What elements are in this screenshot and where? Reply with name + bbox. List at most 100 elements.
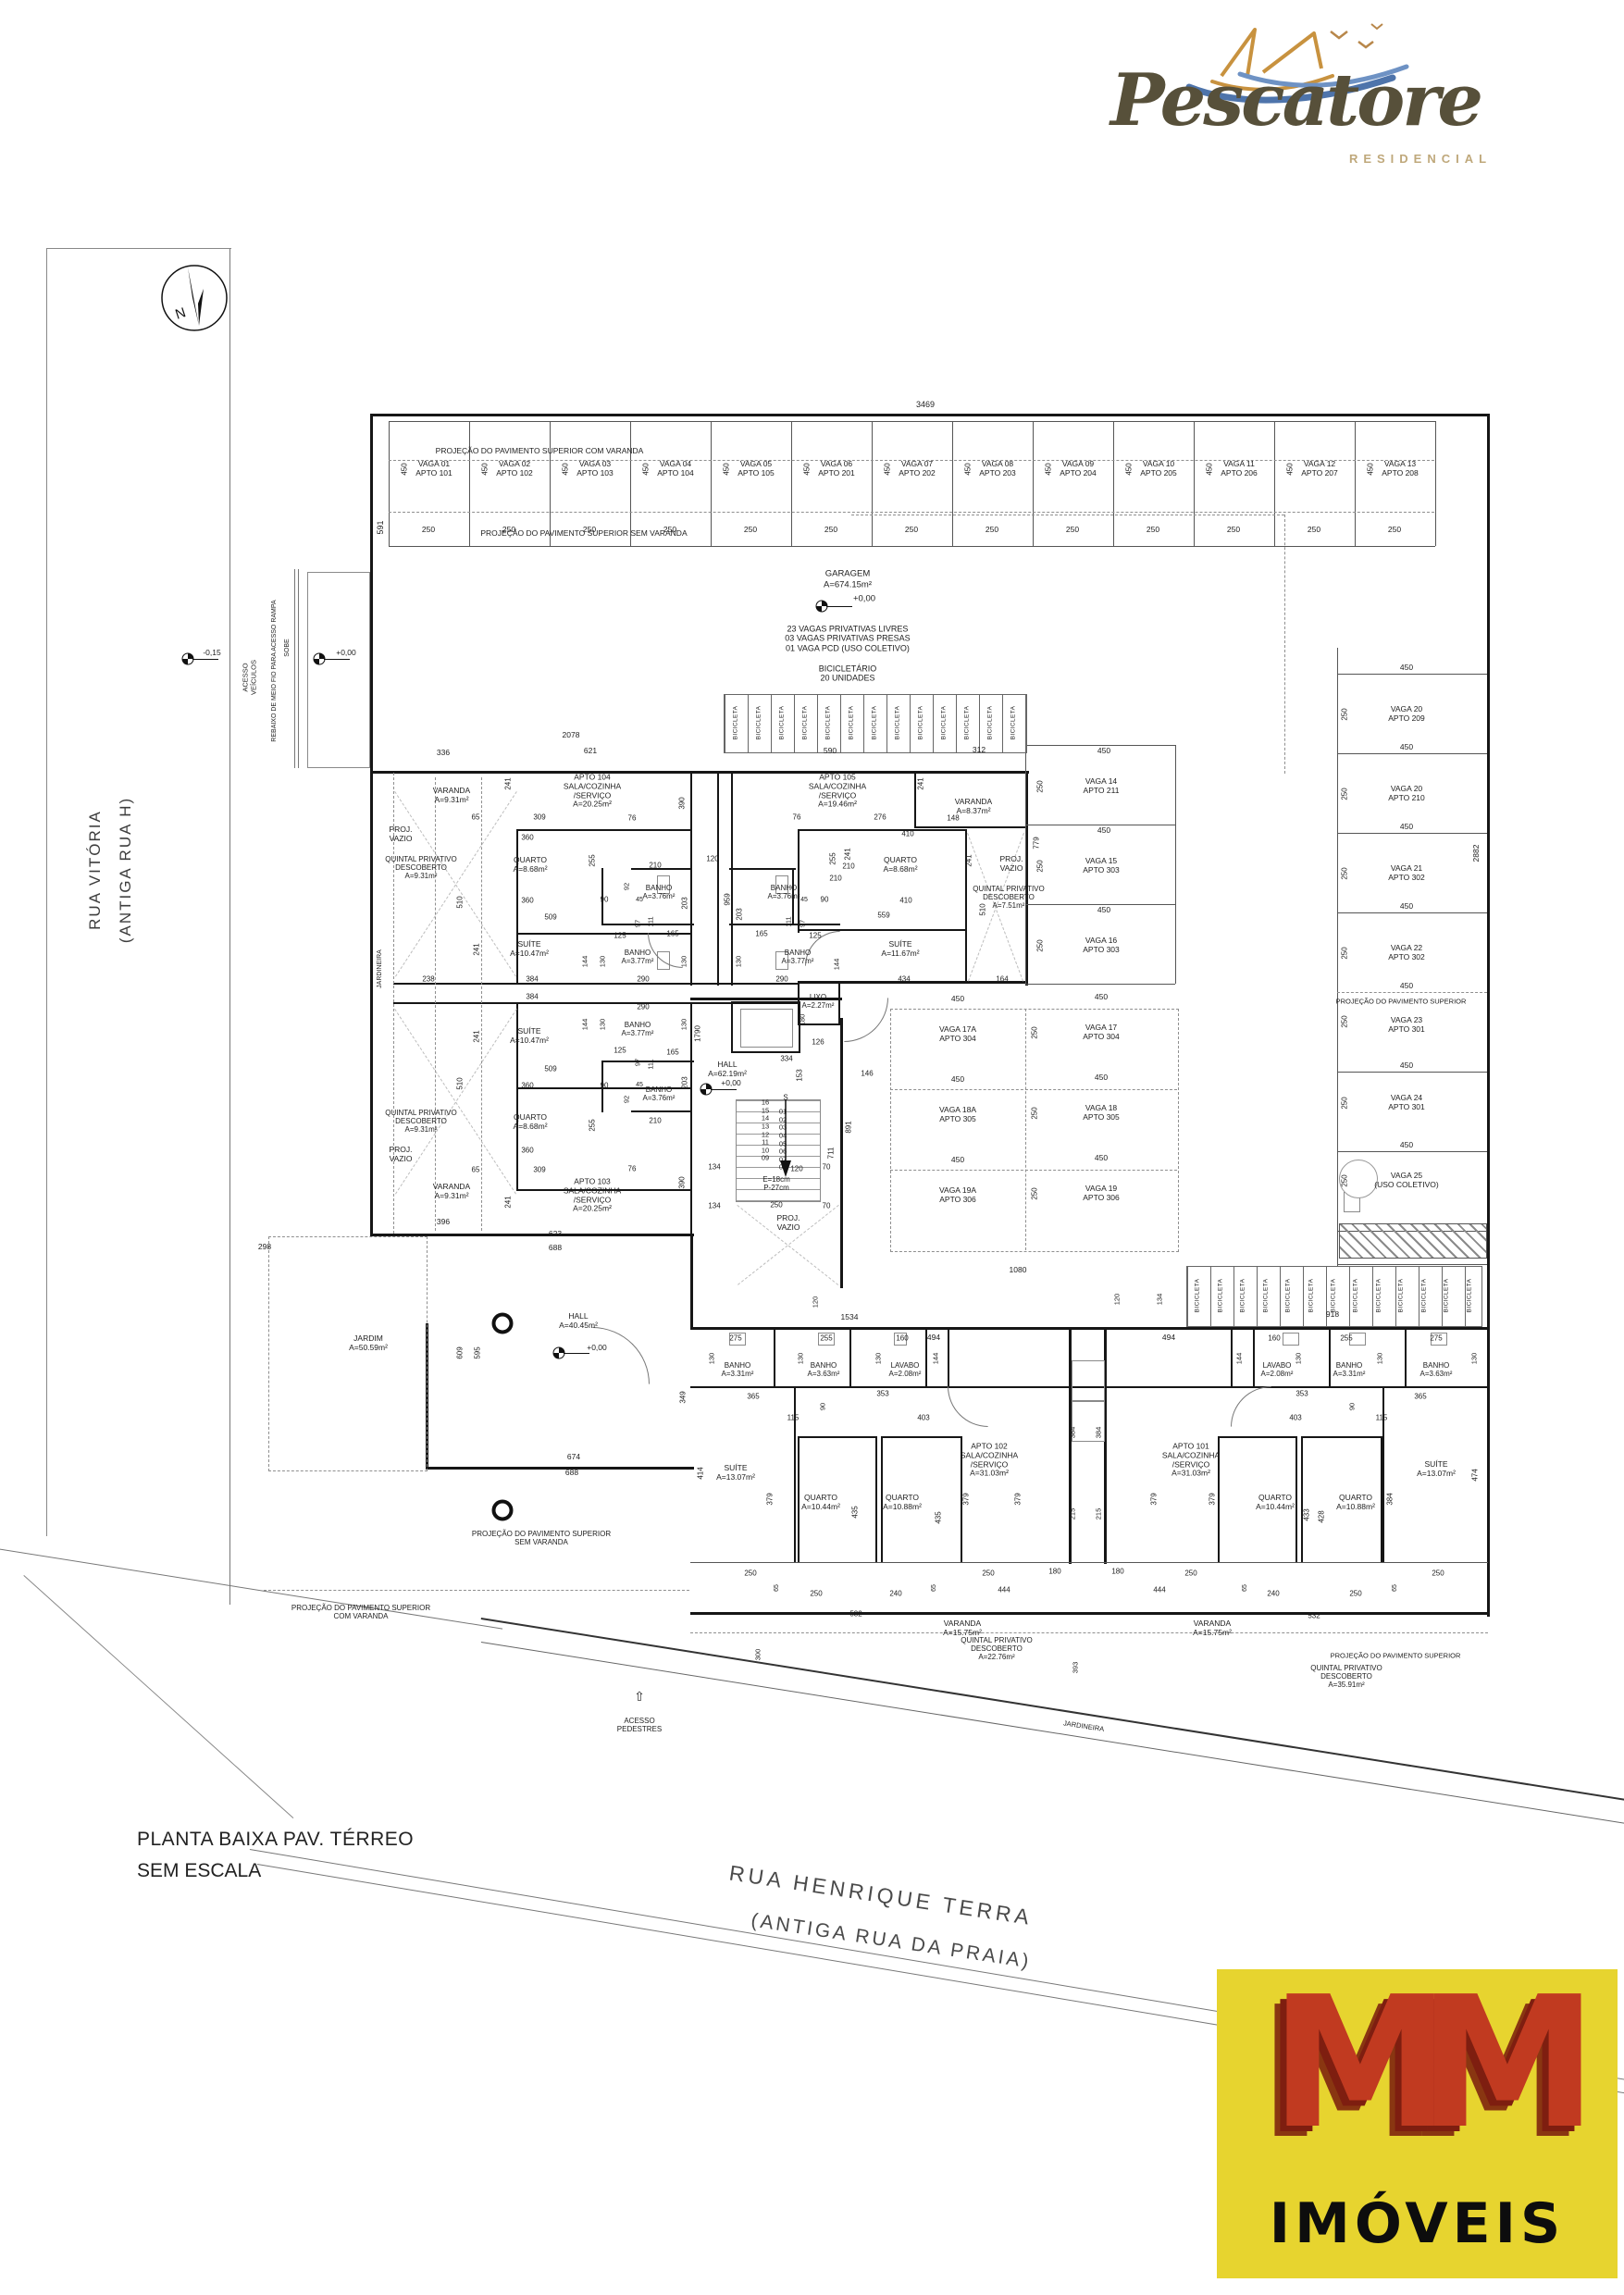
- door-swing-arc: [844, 998, 888, 1042]
- wall-segment: [881, 1436, 883, 1562]
- plan-label: 125: [614, 1046, 626, 1055]
- plan-label: 144: [580, 1018, 589, 1031]
- plan-label: PROJEÇÃO DO PAVIMENTO SUPERIOR SEM VARAN…: [471, 1529, 612, 1546]
- plan-line: [46, 248, 47, 1536]
- plan-label: 403: [917, 1413, 930, 1422]
- parking-stall-label: VAGA 20 APTO 209: [1388, 704, 1425, 723]
- wall-segment: [799, 1001, 800, 1053]
- plan-label: 130: [679, 955, 688, 968]
- parking-stall-label: VAGA 18A APTO 305: [938, 1105, 977, 1123]
- plan-label: 255: [588, 854, 597, 867]
- wall-segment: [516, 1189, 692, 1191]
- parking-stall-label: VAGA 19A APTO 306: [938, 1185, 977, 1204]
- plan-label: 276: [874, 813, 886, 822]
- plan-label: 250: [1307, 525, 1321, 535]
- room-label: VARANDA A=8.37m²: [954, 797, 993, 815]
- parking-stall-label: VAGA 24 APTO 301: [1388, 1093, 1425, 1111]
- plan-label: 298: [257, 1242, 272, 1252]
- plan-label: 250: [1184, 1569, 1197, 1578]
- plan-label: 97: [798, 919, 807, 928]
- plan-label: 336: [436, 748, 451, 758]
- plan-label: 590: [823, 746, 837, 756]
- wall-segment: [914, 826, 1025, 828]
- plan-label: 450: [1205, 463, 1214, 476]
- plan-label: 384: [1094, 1426, 1103, 1439]
- bike-stall-label: BICICLETA: [732, 704, 739, 741]
- plan-label: 130: [734, 955, 743, 968]
- wall-segment: [1295, 1436, 1297, 1562]
- plan-label: 450: [1399, 1140, 1414, 1150]
- plan-label: 241: [472, 1030, 481, 1043]
- plan-label: 120: [706, 854, 719, 863]
- plan-label: 126: [812, 1037, 824, 1047]
- plan-line: [46, 248, 231, 249]
- plan-label: 130: [707, 1352, 716, 1365]
- wall-segment: [729, 924, 840, 925]
- site-boundary-line: [480, 1618, 1624, 1802]
- plan-label: 510: [455, 896, 465, 909]
- plan-label: 379: [765, 1493, 775, 1506]
- plan-label: 65: [1241, 1584, 1248, 1592]
- pescatore-logo: Pescatore RESIDENCIAL: [1055, 17, 1536, 169]
- wall-segment: [731, 1051, 800, 1053]
- mm-monogram: MM: [1270, 1958, 1597, 2169]
- parking-stall-label: VAGA 04 APTO 104: [657, 459, 694, 478]
- wall-segment: [1104, 1327, 1107, 1564]
- plan-label: 450: [400, 463, 409, 476]
- plan-line: [1025, 904, 1175, 905]
- plan-label: 111: [646, 916, 655, 927]
- plan-label: 450: [1094, 992, 1109, 1002]
- bike-stall-label: BICICLETA: [986, 704, 994, 741]
- plan-label: 250: [982, 1569, 995, 1578]
- plan-label: 300: [753, 1648, 762, 1661]
- plan-label: 255: [588, 1119, 597, 1132]
- plan-label: 144: [580, 955, 589, 968]
- parking-stall-label: VAGA 08 APTO 203: [979, 459, 1016, 478]
- projection-dashed-line: [389, 460, 1434, 461]
- site-boundary-line: [23, 1575, 294, 1819]
- street-name: (ANTIGA RUA H): [117, 796, 135, 944]
- parking-divider: [1435, 421, 1436, 546]
- plan-label: 450: [1399, 1061, 1414, 1071]
- parking-divider: [550, 421, 551, 546]
- plan-label: 134: [708, 1201, 721, 1210]
- wall-segment: [1069, 1327, 1072, 1564]
- wall-segment: [601, 868, 603, 925]
- bike-stall-label: BICICLETA: [1397, 1277, 1405, 1314]
- sheet-title: PLANTA BAIXA PAV. TÉRREO: [137, 1829, 415, 1850]
- plan-label: 312: [972, 745, 986, 755]
- plan-label: 65: [1391, 1584, 1398, 1592]
- plan-label: 309: [533, 813, 546, 822]
- wall-segment: [840, 1018, 843, 1288]
- wall-segment: [729, 868, 796, 870]
- plan-label: 23 VAGAS PRIVATIVAS LIVRES 03 VAGAS PRIV…: [785, 624, 911, 653]
- parking-divider: [1355, 421, 1356, 546]
- wall-segment: [798, 983, 800, 1025]
- plan-label: JARDINEIRA: [376, 949, 383, 988]
- wall-segment: [690, 1612, 1490, 1615]
- plan-label: 250: [1030, 1107, 1039, 1120]
- fixture-outline: [894, 1333, 907, 1346]
- plan-label: 92: [622, 882, 631, 891]
- plan-label: 130: [1294, 1352, 1303, 1365]
- room-label: VARANDA A=15.75m²: [943, 1619, 982, 1637]
- wall-segment: [690, 1327, 1490, 1330]
- bike-stall-label: BICICLETA: [848, 704, 855, 741]
- plan-label: 711: [826, 1147, 836, 1160]
- wall-segment: [914, 773, 916, 828]
- plan-label: 444: [998, 1585, 1010, 1594]
- projection-dashed-line: [435, 777, 436, 1231]
- wall-segment: [948, 1327, 949, 1386]
- room-label: BANHO A=3.76m²: [642, 1085, 676, 1102]
- plan-label: 148: [947, 813, 960, 823]
- plan-label: 241: [503, 777, 513, 790]
- level-marker-tail: [564, 1353, 589, 1354]
- plan-label: BICICLETÁRIO 20 UNIDADES: [818, 664, 877, 683]
- room-label: QUARTO A=10.88m²: [1336, 1493, 1375, 1511]
- plan-line: [1337, 753, 1487, 754]
- plan-label: 210: [829, 874, 842, 883]
- plan-label: SOBE: [283, 639, 291, 657]
- parking-stall-label: VAGA 25 (USO COLETIVO): [1374, 1171, 1439, 1189]
- plan-label: 450: [950, 1155, 965, 1165]
